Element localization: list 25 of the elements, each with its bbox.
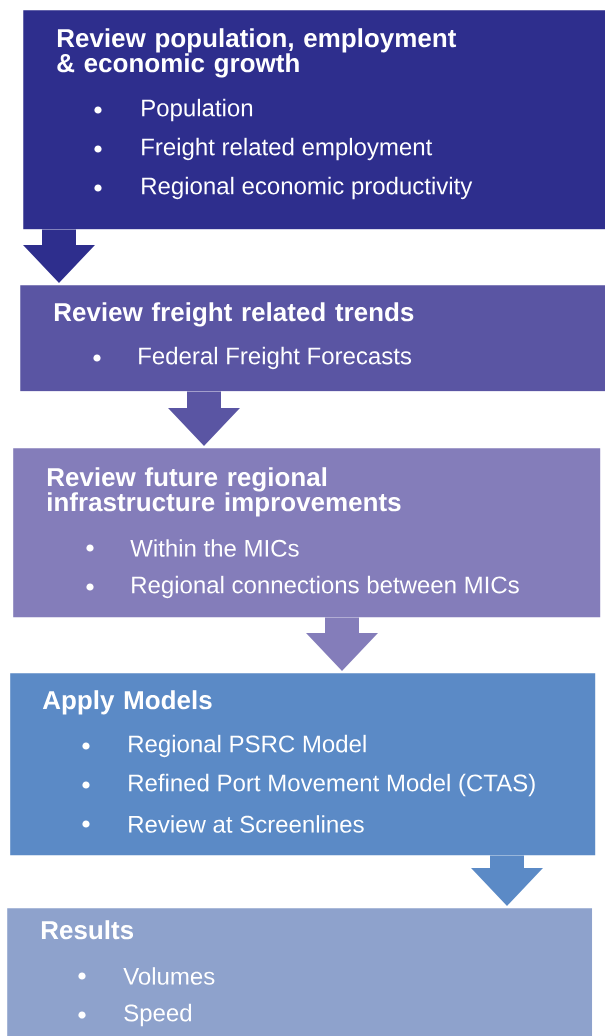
arrow <box>168 391 240 446</box>
step-heading: Review freight related trends <box>54 302 414 327</box>
bullet-item: Population <box>94 98 253 122</box>
process-box <box>13 448 601 618</box>
bullet-item: Regional PSRC Model <box>82 734 366 758</box>
step-heading: Apply Models <box>42 690 212 715</box>
step-heading: Results <box>41 920 134 940</box>
bullet-item: Federal Freight Forecasts <box>93 346 412 370</box>
bullet-item: Volumes <box>78 967 215 985</box>
arrow <box>23 229 95 283</box>
process-box <box>20 285 605 392</box>
process-box <box>7 908 593 1036</box>
bullet-item: Speed <box>78 1003 192 1027</box>
process-box <box>23 10 605 230</box>
bullet-item: Within the MICs <box>86 539 299 557</box>
step-heading: Review future regional infrastructure improvements <box>47 467 401 517</box>
bullet-item: Regional economic productivity <box>94 176 473 200</box>
bullet-item: Refined Port Movement Model (CTAS) <box>82 773 535 797</box>
step-heading: Review population, employment & economic growth <box>57 28 457 78</box>
arrow <box>471 855 543 906</box>
bullet-item: Review at Screenlines <box>82 815 364 833</box>
bullet-item: Freight related employment <box>94 137 433 161</box>
bullet-item: Regional connections between MICs <box>86 575 519 599</box>
process-box <box>10 673 596 856</box>
arrow <box>306 617 378 671</box>
